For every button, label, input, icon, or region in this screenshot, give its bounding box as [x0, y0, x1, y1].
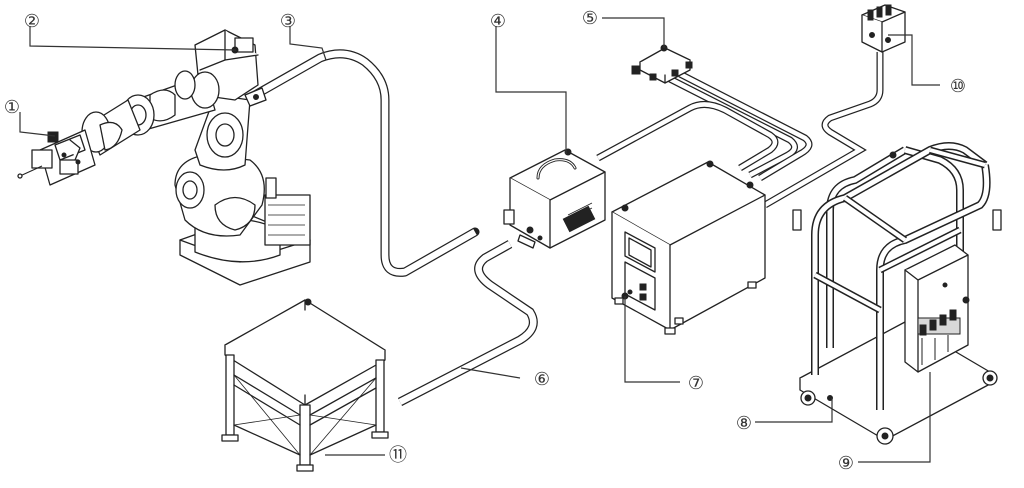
callout-3: ③ — [280, 11, 296, 32]
callouts: ① ② ③ ④ ⑤ ⑥ ⑦ ⑧ ⑨ ⑩ ⑪ — [4, 8, 966, 474]
controller-cabinet-7 — [611, 160, 766, 335]
callout-2: ② — [24, 11, 40, 32]
leader-1 — [19, 112, 56, 137]
callout-8: ⑧ — [736, 413, 752, 434]
callout-6: ⑥ — [534, 369, 550, 390]
callout-7: ⑦ — [688, 373, 704, 394]
cart-8 — [792, 142, 1002, 445]
cable-3 — [250, 49, 480, 277]
valve-manifold-9 — [904, 244, 970, 373]
robot-stand — [221, 298, 389, 472]
leader-5 — [602, 17, 665, 48]
callout-5: ⑤ — [582, 8, 598, 29]
leader-6 — [460, 367, 521, 379]
leader-9 — [858, 372, 931, 463]
leader-10 — [888, 34, 940, 86]
leader-4 — [495, 26, 567, 154]
cables-upper — [596, 52, 884, 209]
leader-7 — [624, 296, 680, 383]
power-switch-10 — [861, 4, 906, 53]
leader-3 — [289, 26, 327, 61]
component-box-4 — [503, 148, 606, 249]
leader-8 — [755, 398, 833, 423]
callout-1: ① — [4, 97, 20, 118]
callout-11: ⑪ — [389, 445, 407, 466]
leader-2 — [29, 26, 237, 51]
robot-arm — [81, 29, 311, 286]
leader-lines — [19, 17, 940, 463]
junction-box-5 — [631, 44, 693, 84]
callout-4: ④ — [490, 11, 506, 32]
callout-10: ⑩ — [950, 76, 966, 97]
end-effector-tool — [17, 129, 96, 186]
callout-9: ⑨ — [838, 453, 854, 474]
cable-6 — [397, 240, 538, 406]
